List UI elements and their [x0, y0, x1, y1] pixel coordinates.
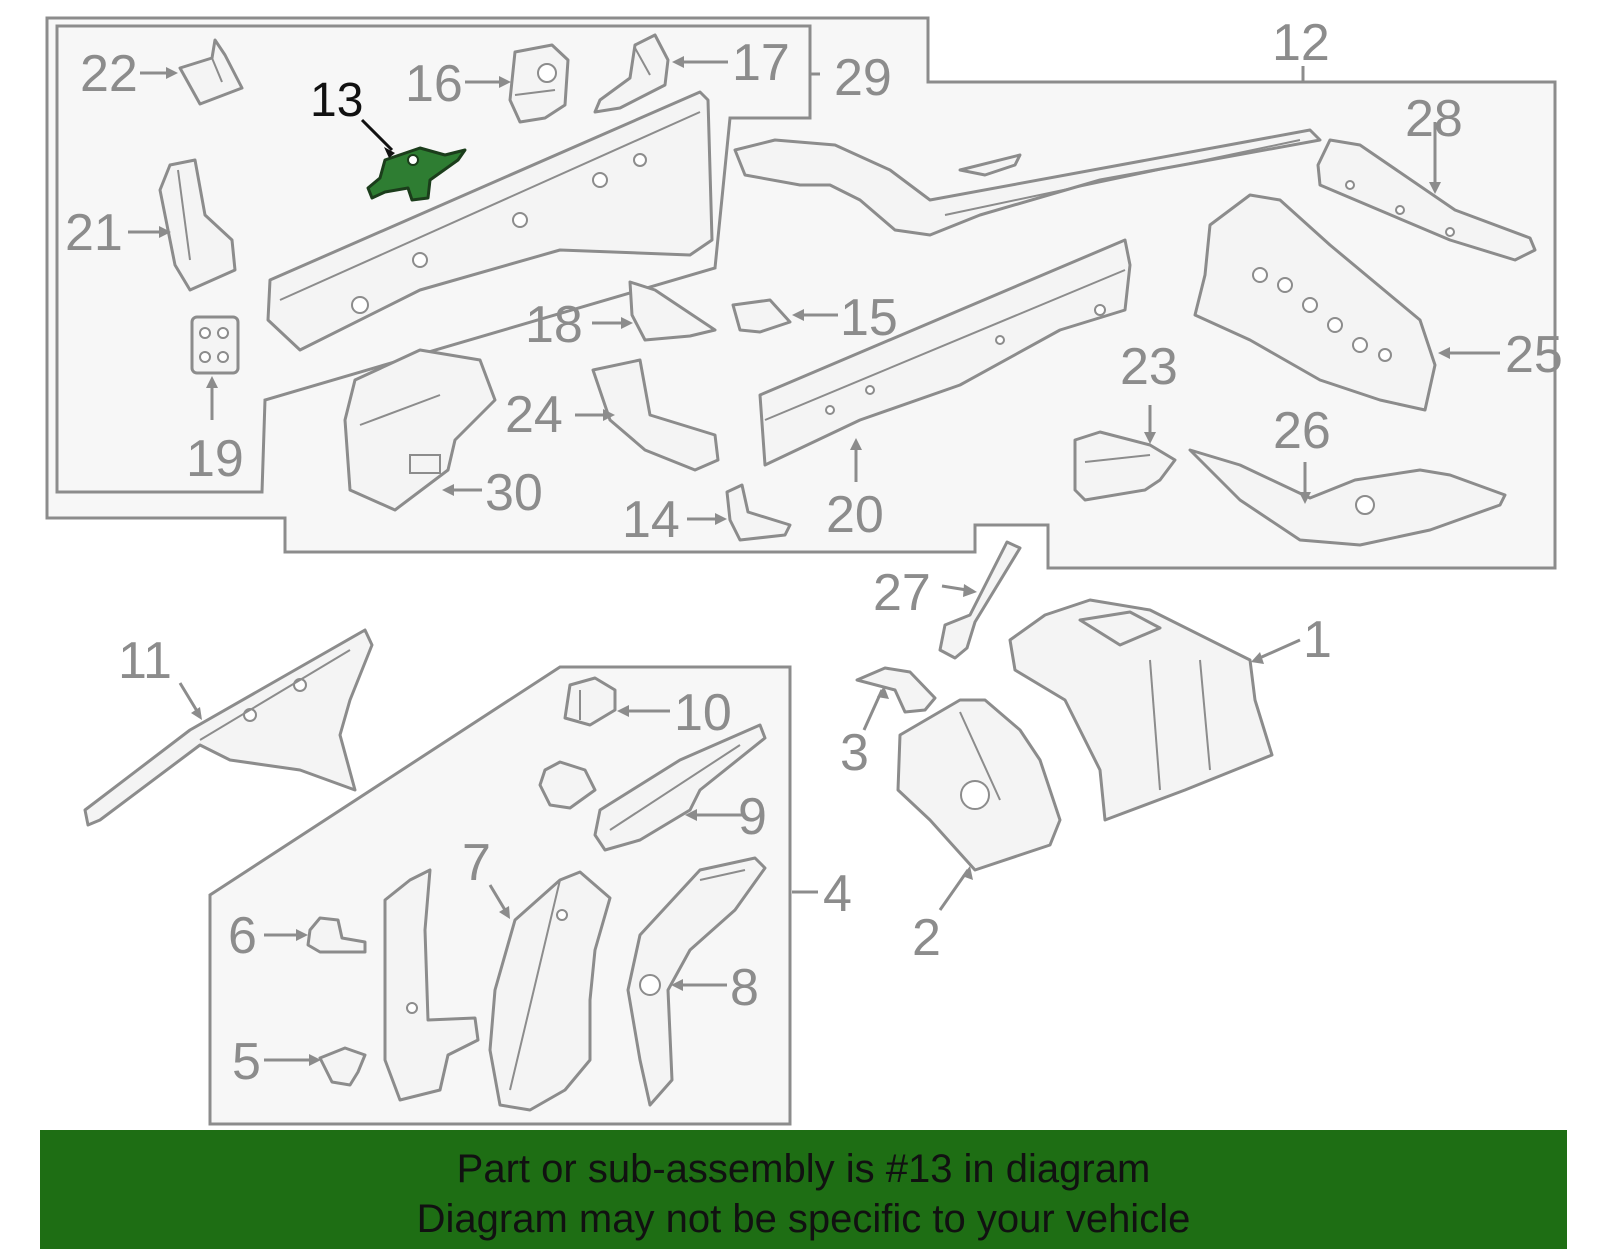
part-26[interactable]	[1188, 448, 1507, 547]
part-9-bracket[interactable]	[538, 760, 597, 810]
banner-line-1: Part or sub-assembly is #13 in diagram	[456, 1147, 1151, 1191]
part-side-rail[interactable]	[733, 128, 1322, 237]
part-8[interactable]	[626, 856, 767, 1107]
callout-15: 15	[840, 289, 898, 347]
part-front-rail[interactable]	[266, 90, 714, 352]
part-21[interactable]	[158, 158, 237, 292]
callout-11: 11	[118, 632, 172, 690]
part-11[interactable]	[83, 628, 374, 827]
part-9[interactable]	[593, 723, 767, 852]
callout-7: 7	[462, 834, 491, 892]
callout-9: 9	[738, 788, 767, 846]
callout-17: 17	[732, 34, 790, 92]
part-17[interactable]	[593, 33, 670, 114]
callout-16: 16	[405, 55, 463, 113]
callout-18: 18	[525, 296, 583, 354]
part-2[interactable]	[896, 698, 1062, 872]
part-5[interactable]	[318, 1046, 367, 1087]
part-23[interactable]	[1073, 430, 1177, 502]
info-banner: Part or sub-assembly is #13 in diagram D…	[40, 1130, 1567, 1249]
part-16[interactable]	[508, 43, 570, 124]
callout-2: 2	[912, 909, 941, 967]
part-27[interactable]	[938, 540, 1022, 660]
callout-1: 1	[1303, 611, 1332, 669]
callout-6: 6	[228, 907, 257, 965]
callout-25: 25	[1505, 326, 1563, 384]
callout-21: 21	[65, 204, 123, 262]
callout-27: 27	[873, 564, 931, 622]
part-20[interactable]	[758, 238, 1132, 467]
callout-24: 24	[505, 386, 563, 444]
callout-19: 19	[186, 430, 244, 488]
part-15[interactable]	[731, 298, 792, 334]
callout-26: 26	[1273, 402, 1331, 460]
part-4-pillar[interactable]	[383, 868, 480, 1102]
callout-12: 12	[1272, 14, 1330, 72]
part-14[interactable]	[725, 483, 792, 542]
callout-29: 29	[834, 49, 892, 107]
callout-20: 20	[826, 486, 884, 544]
callout-13[interactable]: 13	[310, 74, 363, 127]
part-24[interactable]	[591, 358, 720, 472]
part-13[interactable]	[366, 146, 467, 202]
callout-10: 10	[674, 684, 732, 742]
part-18[interactable]	[628, 280, 717, 342]
part-28[interactable]	[1316, 138, 1537, 262]
part-22[interactable]	[178, 38, 244, 106]
part-30[interactable]	[343, 348, 497, 512]
callout-28: 28	[1405, 90, 1463, 148]
callout-5: 5	[232, 1033, 261, 1091]
callout-22: 22	[80, 45, 138, 103]
banner-line-2: Diagram may not be specific to your vehi…	[416, 1197, 1191, 1241]
part-6[interactable]	[306, 916, 367, 954]
callout-8: 8	[730, 959, 759, 1017]
part-19[interactable]	[190, 315, 240, 375]
part-10[interactable]	[563, 676, 617, 727]
callout-4: 4	[823, 865, 852, 923]
callout-3: 3	[840, 724, 869, 782]
part-25[interactable]	[1193, 193, 1437, 412]
callout-30: 30	[485, 464, 543, 522]
callout-14: 14	[622, 491, 680, 549]
part-7[interactable]	[488, 870, 612, 1112]
callout-23: 23	[1120, 338, 1178, 396]
part-3[interactable]	[855, 666, 937, 714]
part-1[interactable]	[1008, 598, 1274, 822]
